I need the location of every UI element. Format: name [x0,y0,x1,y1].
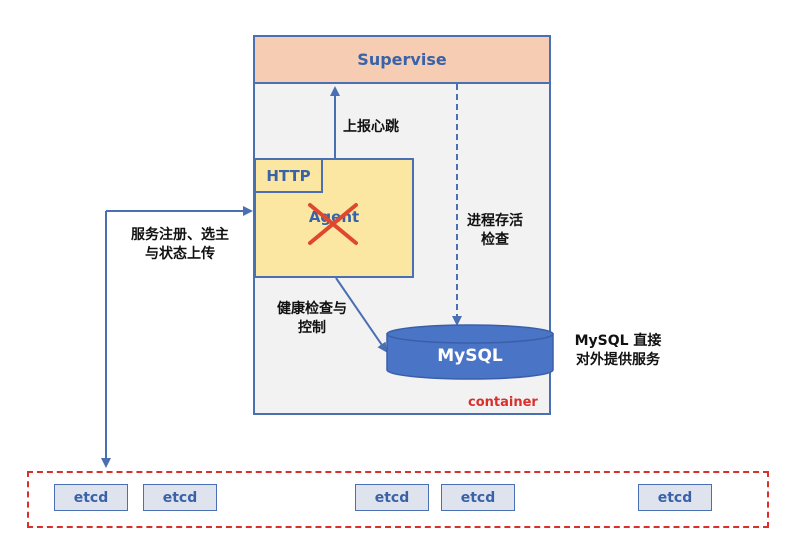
etcd-node: etcd [638,484,712,511]
etcd-node-label: etcd [162,489,198,506]
http-label: HTTP [266,166,311,185]
etcd-node: etcd [355,484,429,511]
process-check-line-2: 检查 [481,232,509,248]
mysql-ext-line-2: 对外提供服务 [576,352,660,368]
container-label: container [468,395,538,410]
mysql-ext-line-1: MySQL 直接 [574,333,662,349]
etcd-node-label: etcd [374,489,410,506]
etcd-cluster-region [27,471,769,528]
mysql-cylinder [386,324,554,380]
etcd-node: etcd [143,484,217,511]
etcd-node-label: etcd [657,489,693,506]
supervise-bar: Supervise [253,35,551,84]
register-label: 服务注册、选主 与状态上传 [116,226,244,264]
agent-box [254,158,414,278]
process-check-line-1: 进程存活 [467,213,523,229]
etcd-node: etcd [441,484,515,511]
heartbeat-label: 上报心跳 [343,119,399,135]
health-check-label: 健康检查与 控制 [264,300,360,338]
mysql-label: MySQL [437,346,503,366]
failure-cross-icon [308,203,358,245]
http-box: HTTP [254,158,323,193]
etcd-node-label: etcd [460,489,496,506]
register-line-2: 与状态上传 [145,246,215,262]
health-line-1: 健康检查与 [277,301,347,317]
mysql-external-label: MySQL 直接 对外提供服务 [566,332,670,370]
health-check-arrow [335,277,388,353]
process-check-label: 进程存活 检查 [461,212,529,250]
supervise-label: Supervise [357,50,447,69]
etcd-node: etcd [54,484,128,511]
etcd-node-label: etcd [73,489,109,506]
register-line-1: 服务注册、选主 [131,227,229,243]
health-line-2: 控制 [298,320,326,336]
